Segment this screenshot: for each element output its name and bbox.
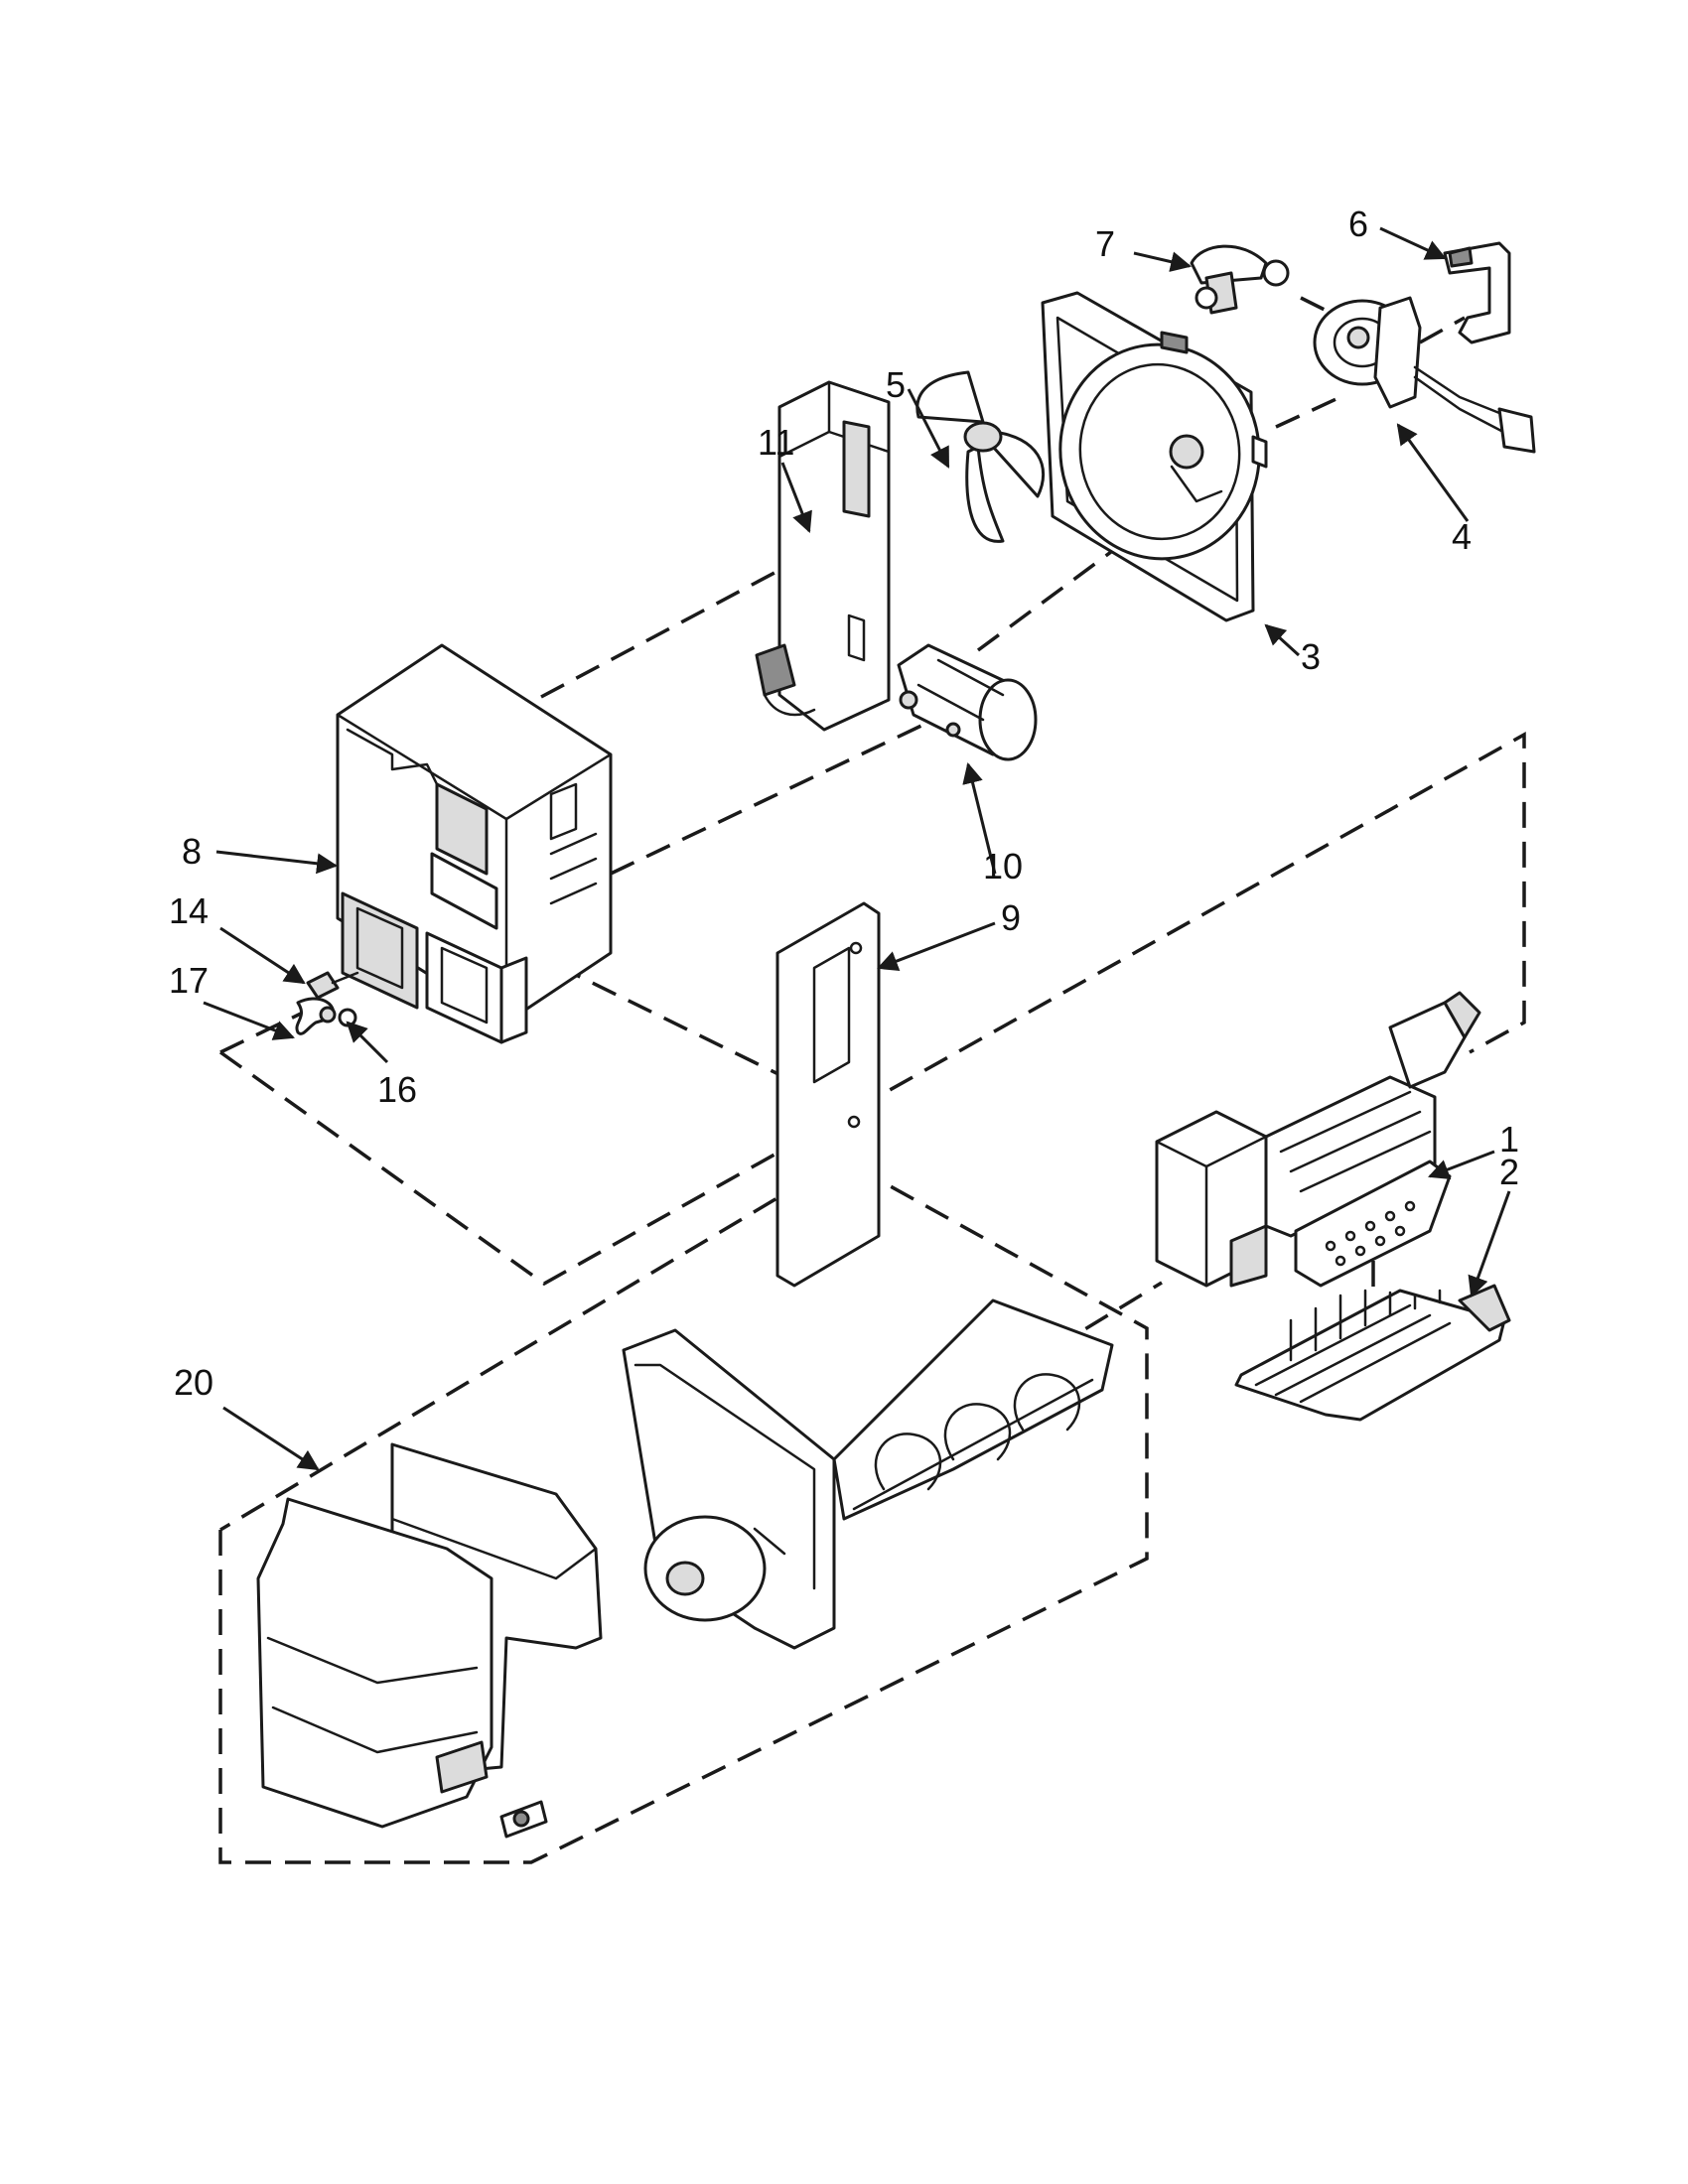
callout-8: 8 bbox=[182, 831, 202, 872]
callout-14: 14 bbox=[169, 890, 209, 931]
callout-9: 9 bbox=[1001, 897, 1021, 938]
part-14-screw bbox=[306, 971, 359, 1000]
callout-5: 5 bbox=[886, 364, 906, 405]
callout-1: 1 bbox=[1499, 1119, 1519, 1160]
part-17-clip bbox=[295, 997, 337, 1035]
callout-4: 4 bbox=[1452, 516, 1472, 557]
callout-17: 17 bbox=[169, 960, 209, 1001]
part-bucket-assembly bbox=[622, 1298, 1114, 1650]
callout-20: 20 bbox=[174, 1362, 213, 1403]
part-2-ejector-rack bbox=[1234, 1284, 1511, 1422]
part-5-fan bbox=[915, 370, 1046, 543]
callout-11: 11 bbox=[758, 422, 794, 463]
part-3-shroud bbox=[1041, 291, 1268, 622]
part-9-plate bbox=[775, 901, 881, 1288]
part-8-housing bbox=[336, 643, 613, 1044]
callout-7: 7 bbox=[1095, 223, 1115, 264]
callout-3: 3 bbox=[1301, 636, 1321, 677]
part-20-bucket-front bbox=[256, 1442, 603, 1839]
part-11-switch-housing bbox=[755, 380, 891, 732]
part-10-auger-motor bbox=[897, 643, 1038, 761]
part-4-motor bbox=[1313, 296, 1536, 454]
callout-2: 2 bbox=[1499, 1152, 1519, 1192]
callout-6: 6 bbox=[1348, 204, 1368, 244]
callout-labels: 1 2 3 4 5 6 7 8 9 10 11 14 16 17 20 bbox=[169, 204, 1519, 1403]
part-1-icemaker bbox=[1155, 991, 1481, 1288]
part-7-switch bbox=[1190, 244, 1290, 315]
callout-10: 10 bbox=[983, 846, 1023, 887]
callout-16: 16 bbox=[377, 1069, 417, 1110]
part-6-bracket bbox=[1443, 241, 1511, 344]
leader-arrows bbox=[203, 226, 1511, 1471]
